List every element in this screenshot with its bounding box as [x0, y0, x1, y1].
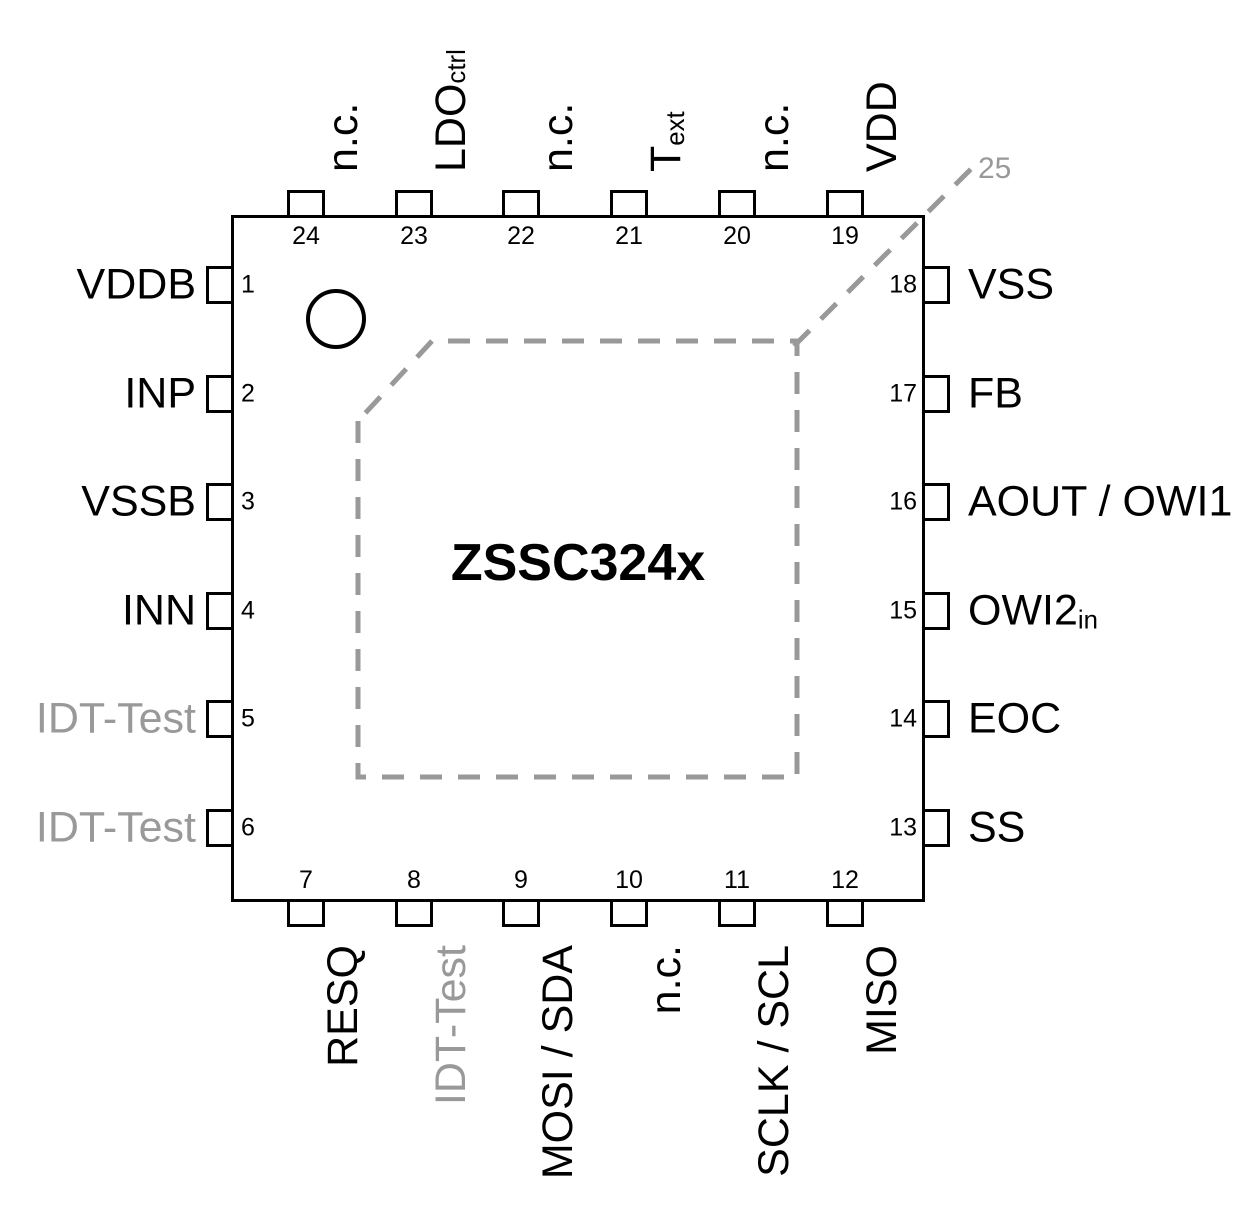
pin-label-19: VDD — [858, 81, 906, 172]
pin-number-17: 17 — [889, 379, 917, 408]
pin-tab-12[interactable] — [826, 902, 864, 927]
pin-label-21: Text — [642, 111, 691, 172]
pin-number-22: 22 — [507, 222, 535, 250]
pin-tab-24[interactable] — [287, 190, 325, 215]
pin-tab-15[interactable] — [925, 592, 950, 630]
part-name-label: ZSSC324x — [450, 534, 706, 592]
pin-label-15-main: OWI2 — [968, 586, 1078, 635]
pin-tab-14[interactable] — [925, 700, 950, 738]
pin-label-24: n.c. — [319, 102, 367, 172]
pin-label-23-main: LDO — [427, 83, 475, 172]
pin-label-2: INP — [124, 369, 196, 418]
pin-label-22: n.c. — [534, 102, 582, 172]
pin-label-11: SCLK / SCL — [750, 945, 798, 1177]
pin-label-1: VDDB — [76, 260, 196, 309]
pin-tab-22[interactable] — [502, 190, 540, 215]
pin-tab-5[interactable] — [206, 700, 231, 738]
pin-label-4: INN — [121, 586, 196, 635]
pin-number-19: 19 — [831, 222, 859, 250]
pin-tab-8[interactable] — [395, 902, 433, 927]
pin-number-7: 7 — [299, 866, 313, 894]
pin-number-2: 2 — [241, 379, 255, 408]
pin-tab-9[interactable] — [502, 902, 540, 927]
pin-tab-1[interactable] — [206, 266, 231, 304]
pin-tab-19[interactable] — [826, 190, 864, 215]
pin-tab-16[interactable] — [925, 483, 950, 521]
pin-number-21: 21 — [615, 222, 643, 250]
pin-number-3: 3 — [241, 487, 255, 516]
pin-label-23-suffix: ctrl — [443, 49, 471, 84]
pin-number-16: 16 — [889, 487, 917, 516]
pin-number-5: 5 — [241, 704, 255, 733]
pin-tab-23[interactable] — [395, 190, 433, 215]
pin-number-18: 18 — [889, 270, 917, 299]
pin-label-14: EOC — [968, 694, 1062, 743]
pin-label-16: AOUT / OWI1 — [968, 477, 1233, 526]
pin-number-1: 1 — [241, 270, 255, 299]
pin-tab-18[interactable] — [925, 266, 950, 304]
pin-label-7: RESQ — [319, 945, 367, 1067]
pin-tab-4[interactable] — [206, 592, 231, 630]
pin-tab-20[interactable] — [718, 190, 756, 215]
pin-label-21-sub: ext — [662, 111, 691, 146]
pin-number-20: 20 — [723, 222, 751, 250]
pin-number-10: 10 — [615, 866, 643, 894]
pin-number-9: 9 — [514, 866, 528, 894]
pin-label-18: VSS — [968, 260, 1055, 309]
pin-number-13: 13 — [889, 813, 917, 842]
pin-number-4: 4 — [241, 596, 255, 625]
pin-label-5: IDT-Test — [35, 694, 196, 743]
pin-label-23: LDOctrl — [427, 49, 475, 172]
pin-label-3: VSSB — [81, 477, 196, 526]
pin-number-12: 12 — [831, 866, 859, 894]
pin-tab-3[interactable] — [206, 483, 231, 521]
pin-label-12: MISO — [858, 945, 906, 1055]
pin-number-8: 8 — [407, 866, 421, 894]
pin-label-17: FB — [968, 369, 1023, 418]
pin-tab-7[interactable] — [287, 902, 325, 927]
pin-tab-21[interactable] — [610, 190, 648, 215]
pin-number-23: 23 — [400, 222, 428, 250]
pin-number-6: 6 — [241, 813, 255, 842]
pin-label-9: MOSI / SDA — [534, 945, 582, 1180]
pin-tab-13[interactable] — [925, 809, 950, 847]
pin-1-marker-circle — [306, 289, 366, 349]
thermal-pad-number-25: 25 — [978, 152, 1012, 185]
pin-tab-17[interactable] — [925, 375, 950, 413]
pin-label-21-main: T — [642, 145, 690, 172]
pin-number-15: 15 — [889, 596, 917, 625]
pin-number-11: 11 — [724, 866, 750, 894]
pin-label-6: IDT-Test — [35, 803, 196, 852]
pin-number-24: 24 — [292, 222, 320, 250]
pin-label-10: n.c. — [642, 945, 690, 1015]
pin-label-15-sub: in — [1077, 606, 1098, 635]
pin-tab-10[interactable] — [610, 902, 648, 927]
pin-label-13: SS — [968, 803, 1026, 852]
pin-tab-11[interactable] — [718, 902, 756, 927]
pin-label-8: IDT-Test — [427, 945, 475, 1106]
pin-tab-6[interactable] — [206, 809, 231, 847]
pin-label-15: OWI2in — [968, 586, 1098, 635]
pin-number-14: 14 — [889, 704, 917, 733]
pin-label-20: n.c. — [750, 102, 798, 172]
pin-tab-2[interactable] — [206, 375, 231, 413]
